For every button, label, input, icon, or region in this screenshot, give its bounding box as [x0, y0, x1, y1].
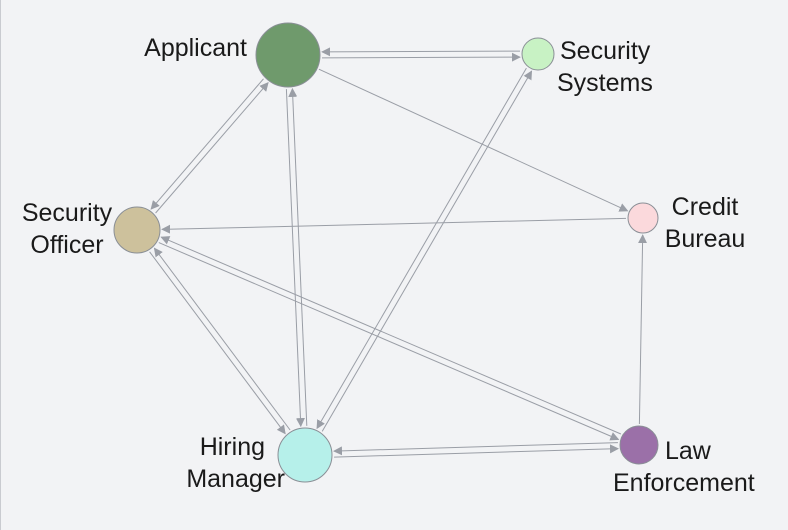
node-label-applicant: Applicant — [144, 34, 247, 62]
node-label-security-officer: Security Officer — [21, 199, 113, 259]
edge-security-officer-to-applicant — [155, 82, 269, 214]
edges-layer — [149, 47, 648, 458]
edge-hiring-manager-to-law-enforcement — [334, 444, 619, 458]
node-hiring-manager[interactable] — [277, 427, 333, 483]
edge-law-enforcement-to-credit-bureau — [638, 234, 648, 425]
edge-law-enforcement-to-security-officer — [160, 236, 622, 435]
edge-hiring-manager-to-security-officer — [153, 247, 291, 431]
edge-applicant-to-credit-bureau — [318, 68, 629, 212]
edge-law-enforcement-to-hiring-manager — [333, 442, 618, 456]
edge-security-officer-to-hiring-manager — [149, 251, 286, 435]
edge-hiring-manager-to-applicant — [288, 87, 308, 426]
edge-hiring-manager-to-security-systems — [321, 70, 533, 432]
node-label-security-systems: Security Systems — [557, 37, 653, 97]
node-law-enforcement[interactable] — [619, 425, 659, 465]
edge-security-systems-to-applicant — [321, 47, 521, 57]
node-label-credit-bureau: Credit Bureau — [664, 193, 746, 253]
node-label-hiring-manager: Hiring Manager — [186, 433, 285, 493]
node-security-systems[interactable] — [521, 37, 555, 71]
node-security-officer[interactable] — [113, 206, 161, 254]
node-applicant[interactable] — [255, 22, 321, 88]
edge-security-officer-to-law-enforcement — [158, 242, 620, 441]
node-credit-bureau[interactable] — [627, 202, 659, 234]
edge-applicant-to-hiring-manager — [285, 89, 305, 428]
edge-security-systems-to-hiring-manager — [316, 67, 527, 430]
edge-applicant-to-security-systems — [321, 52, 521, 62]
node-label-law-enforcement: Law Enforcement — [613, 437, 755, 497]
edge-credit-bureau-to-security-officer — [161, 217, 627, 234]
edge-applicant-to-security-officer — [150, 78, 264, 210]
nodes-layer — [113, 22, 659, 483]
